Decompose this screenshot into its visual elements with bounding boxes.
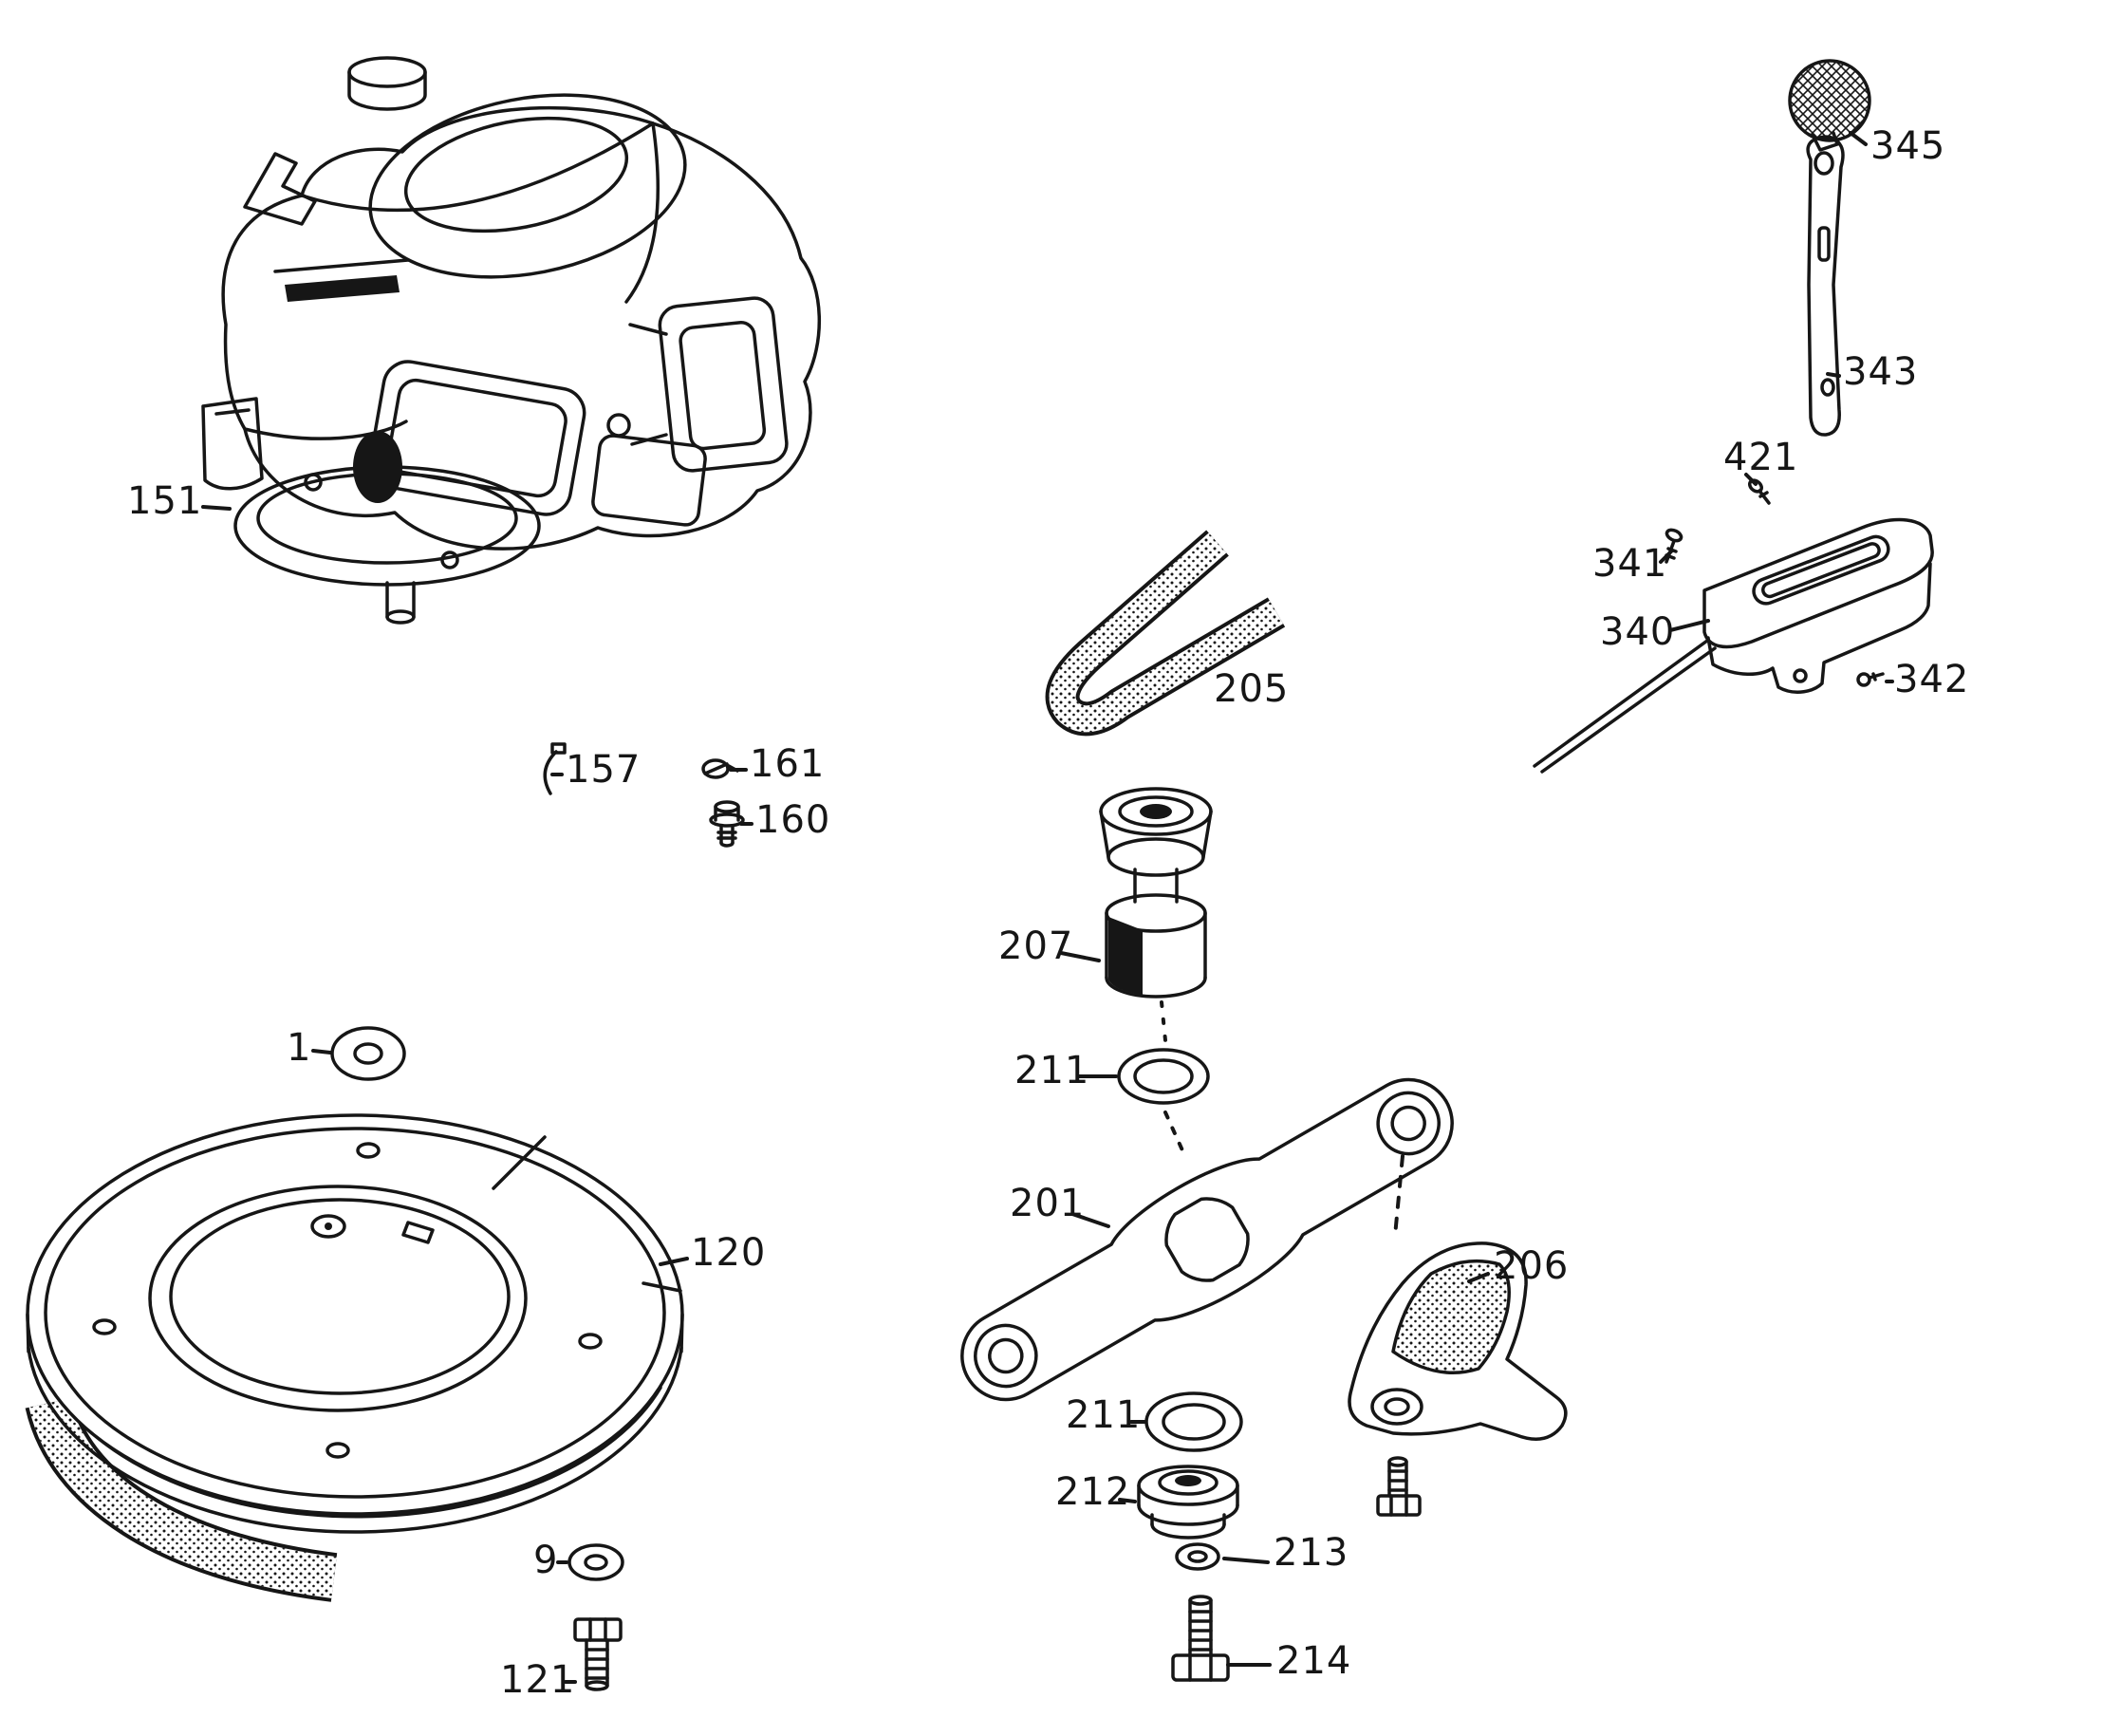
part-label-211a: 211: [1014, 1049, 1090, 1092]
part-label-121: 121: [500, 1658, 576, 1702]
washer-drawing-211a: [1117, 1048, 1210, 1105]
washer-drawing-1: [330, 1026, 406, 1081]
part-label-157: 157: [566, 748, 642, 792]
cable-drawing: [1533, 639, 1717, 774]
screw-drawing-421: [1747, 478, 1771, 505]
part-label-421: 421: [1723, 436, 1799, 479]
alignment-dashes: [1160, 1000, 1404, 1238]
part-label-207: 207: [998, 924, 1074, 968]
part-label-345: 345: [1870, 124, 1946, 168]
part-label-1: 1: [287, 1026, 312, 1070]
engine-illustration: [201, 56, 822, 625]
part-label-9: 9: [533, 1539, 559, 1582]
fastener-drawing-160: [709, 800, 745, 848]
part-label-206: 206: [1494, 1244, 1570, 1288]
bracket-bolt-drawing: [1376, 1456, 1422, 1517]
washer-drawing-9: [567, 1543, 624, 1581]
part-label-211b: 211: [1066, 1393, 1142, 1437]
part-label-160: 160: [755, 798, 831, 842]
pulley-drawing-212: [1137, 1465, 1239, 1540]
bolt-drawing-121: [573, 1617, 623, 1691]
part-label-343: 343: [1843, 350, 1919, 394]
leader-lines: [201, 131, 1894, 1684]
ring-drawing-120: [25, 1113, 684, 1602]
part-label-341: 341: [1592, 542, 1668, 586]
washer-drawing-211b: [1144, 1391, 1243, 1452]
part-label-213: 213: [1274, 1531, 1349, 1575]
part-label-120: 120: [691, 1231, 767, 1275]
strip-drawing-205: [1045, 530, 1286, 737]
part-label-205: 205: [1214, 667, 1290, 711]
part-label-342: 342: [1894, 658, 1970, 701]
lever-drawing-343: [1806, 135, 1845, 437]
clip-drawing-157: [543, 742, 567, 795]
part-label-151: 151: [127, 479, 203, 523]
bolt-drawing-214: [1171, 1595, 1230, 1682]
part-label-201: 201: [1010, 1182, 1086, 1225]
part-label-161: 161: [750, 742, 826, 786]
control-box-drawing-340: [1702, 517, 1934, 694]
part-label-340: 340: [1600, 610, 1676, 654]
part-label-214: 214: [1276, 1639, 1352, 1683]
screw-drawing-342: [1856, 672, 1885, 687]
bracket-drawing-206: [1348, 1241, 1568, 1441]
part-label-212: 212: [1055, 1470, 1131, 1514]
washer-drawing-213: [1175, 1542, 1220, 1571]
spacer-drawing-207: [1099, 787, 1213, 999]
blade-drawing-201: [960, 1077, 1454, 1402]
